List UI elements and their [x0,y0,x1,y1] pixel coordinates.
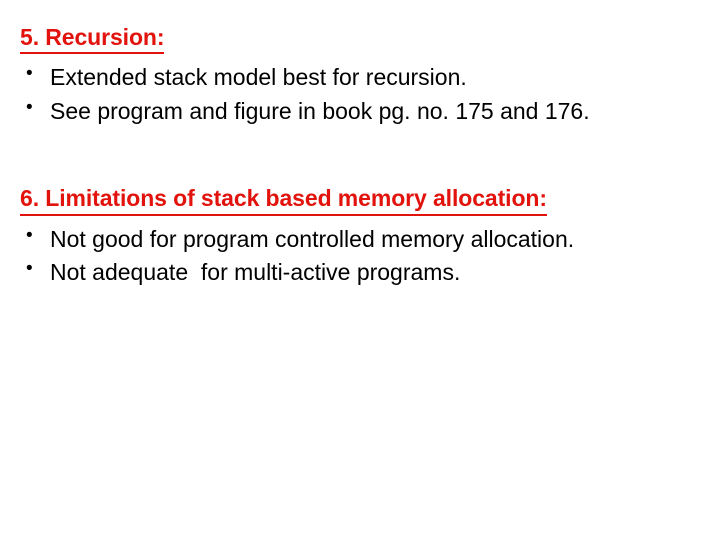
section-limitations: 6. Limitations of stack based memory all… [18,185,702,288]
list-item-text: Not adequate for multi-active programs. [50,259,461,286]
section-recursion: 5. Recursion: • Extended stack model best… [18,24,702,127]
list-item: • Not good for program controlled memory … [22,223,650,256]
section-heading-limitations: 6. Limitations of stack based memory all… [20,185,702,216]
bullet-point-icon: • [26,96,33,118]
list-item: • See program and figure in book pg. no. … [22,95,702,128]
section-heading-recursion-text: 5. Recursion: [20,24,165,55]
bullet-point-icon: • [26,63,33,85]
bullet-list-recursion: • Extended stack model best for recursion… [18,61,702,127]
bullet-point-icon: • [26,224,33,246]
bullet-list-limitations: • Not good for program controlled memory … [18,223,702,289]
list-item-text: See program and figure in book pg. no. 1… [50,97,590,124]
list-item: • Not adequate for multi-active programs. [22,256,650,289]
bullet-point-icon: • [26,258,33,280]
list-item: • Extended stack model best for recursion… [22,61,702,94]
list-item-text: Extended stack model best for recursion. [50,64,467,91]
section-heading-recursion: 5. Recursion: [20,24,702,55]
list-item-text: Not good for program controlled memory a… [50,225,575,252]
section-heading-limitations-text: 6. Limitations of stack based memory all… [20,185,547,216]
